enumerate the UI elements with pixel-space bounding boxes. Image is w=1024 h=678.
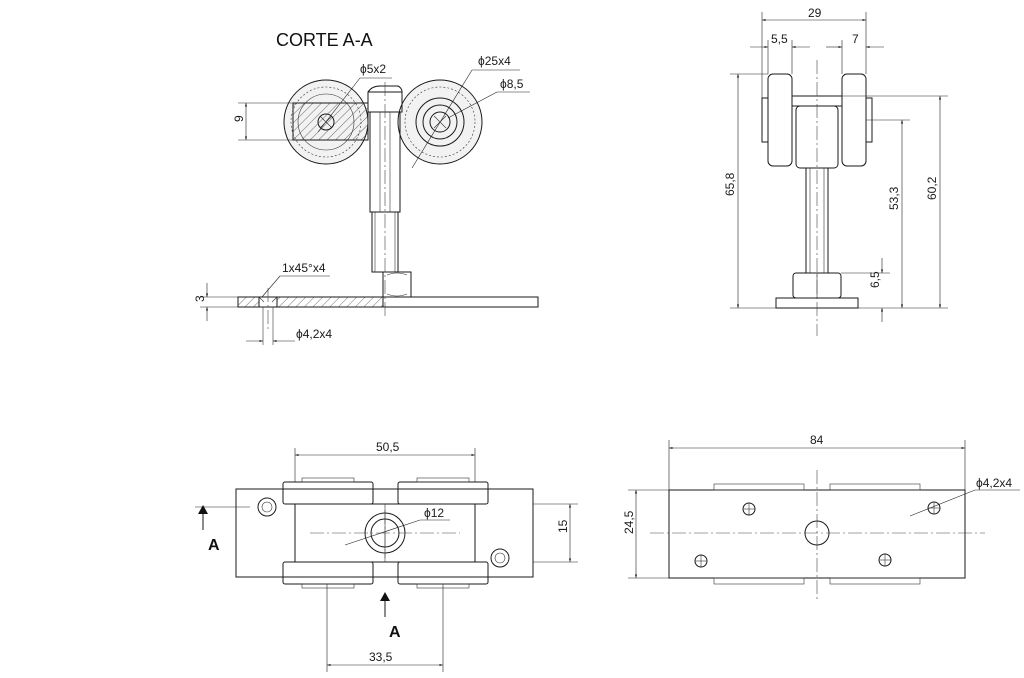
plan-height-245-label: 24,5 xyxy=(622,510,636,534)
side-height-65-label: 6,5 xyxy=(868,271,882,288)
side-height-602-label: 60,2 xyxy=(925,176,939,200)
height-9-label: 9 xyxy=(232,115,246,122)
section-title: CORTE A-A xyxy=(276,30,373,50)
side-height-533-label: 53,3 xyxy=(887,186,901,210)
pin-diameter-label: ϕ5x2 xyxy=(360,62,386,76)
nut xyxy=(382,271,412,298)
plan-holes xyxy=(694,501,941,568)
plan-plate xyxy=(668,489,966,579)
chamfer-label: 1x45°x4 xyxy=(282,261,326,275)
wheel-diameter-label: ϕ25x4 xyxy=(478,54,511,68)
bottom-width-505-label: 50,5 xyxy=(376,440,400,454)
side-dim-55-label: 5,5 xyxy=(771,32,788,46)
plan-hole-diameter-label: ϕ4,2x4 xyxy=(976,476,1012,490)
side-dim-7-label: 7 xyxy=(852,32,859,46)
base-plate xyxy=(382,296,539,308)
section-marker-left: A xyxy=(208,537,220,554)
bore-diameter-label: ϕ8,5 xyxy=(500,77,524,91)
plate-thickness-label: 3 xyxy=(193,295,207,302)
side-view: 29 5,5 7 65,8 60,2 53,3 6,5 xyxy=(723,6,948,336)
bottom-bore-label: ϕ12 xyxy=(424,506,444,520)
side-wheel-left xyxy=(767,73,793,167)
plan-view: 84 24,5 ϕ4,2x4 xyxy=(622,433,1020,600)
pin xyxy=(317,113,335,131)
bottom-view: 50,5 ϕ12 15 33,5 A A xyxy=(195,440,578,672)
side-width-29-label: 29 xyxy=(808,6,822,20)
hole-diameter-label: ϕ4,2x4 xyxy=(296,327,332,341)
section-view: CORTE A-A xyxy=(193,30,539,345)
bottom-height-15-label: 15 xyxy=(556,519,570,533)
plan-width-84-label: 84 xyxy=(810,433,824,447)
side-height-658-label: 65,8 xyxy=(723,172,737,196)
axle-section xyxy=(292,102,369,141)
bottom-plate xyxy=(235,488,534,578)
section-marker-bottom: A xyxy=(389,624,401,641)
bottom-width-335-label: 33,5 xyxy=(369,650,393,664)
side-wheel-right xyxy=(841,73,867,167)
